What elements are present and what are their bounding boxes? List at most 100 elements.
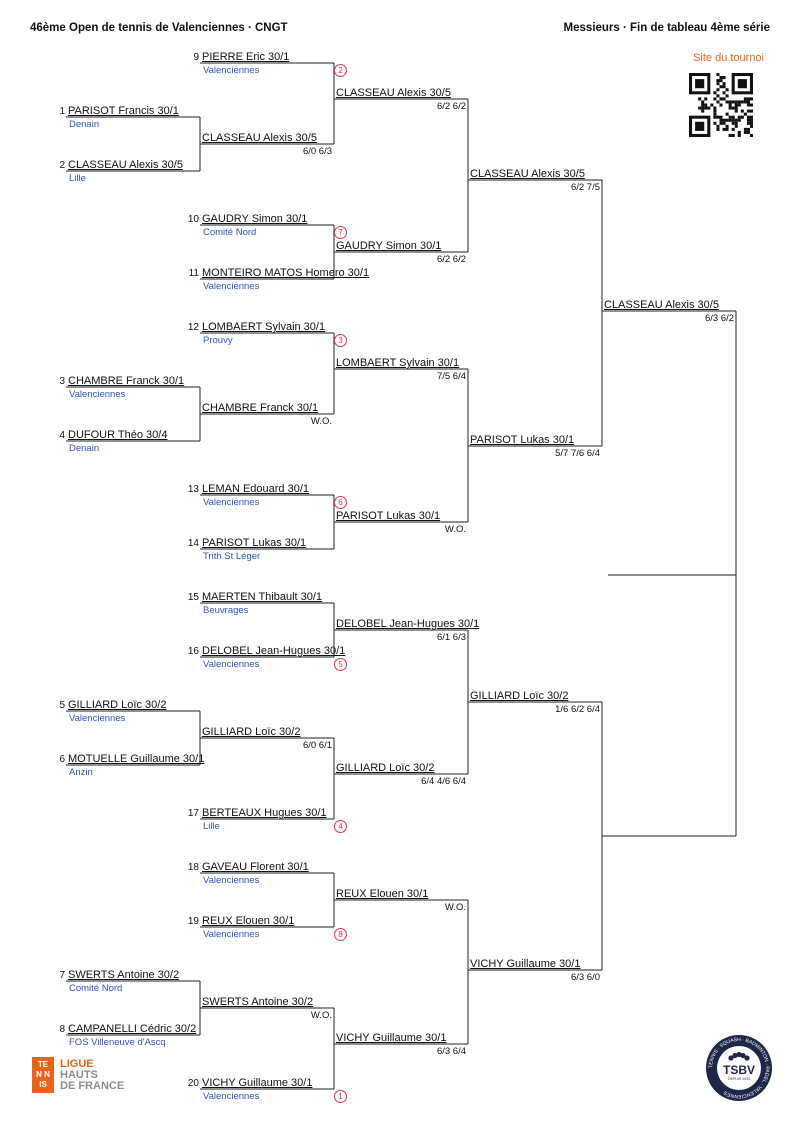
- match-winner[interactable]: CHAMBRE Franck 30/1: [202, 402, 319, 414]
- match-score: 6/3 6/4: [436, 1046, 466, 1057]
- player-club: Valenciennes: [203, 497, 260, 508]
- player-name[interactable]: LOMBAERT Sylvain 30/1: [202, 321, 326, 333]
- match-winner[interactable]: VICHY Guillaume 30/1: [470, 958, 581, 970]
- seed-number: 8: [59, 1024, 65, 1035]
- match-winner[interactable]: GILLIARD Loïc 30/2: [336, 762, 435, 774]
- match-order-badge: 7: [334, 226, 347, 239]
- seed-number: 2: [59, 160, 65, 171]
- player-name[interactable]: GILLIARD Loïc 30/2: [68, 699, 167, 711]
- match-score: 1/6 6/2 6/4: [555, 704, 600, 715]
- player-name[interactable]: BERTEAUX Hugues 30/1: [202, 807, 327, 819]
- ligue-line-3: DE FRANCE: [60, 1079, 125, 1092]
- player-name[interactable]: GAUDRY Simon 30/1: [202, 213, 308, 225]
- seed-number: 20: [187, 1078, 199, 1089]
- player-name[interactable]: CHAMBRE Franck 30/1: [68, 375, 185, 387]
- match-winner[interactable]: CLASSEAU Alexis 30/5: [336, 87, 451, 99]
- match-winner[interactable]: LOMBAERT Sylvain 30/1: [336, 357, 460, 369]
- match-winner[interactable]: CLASSEAU Alexis 30/5: [202, 132, 317, 144]
- seed-number: 18: [187, 862, 199, 873]
- ligue-tennis-box: TEN NIS: [32, 1057, 54, 1093]
- player-name[interactable]: VICHY Guillaume 30/1: [202, 1077, 313, 1089]
- player-name[interactable]: MONTEIRO MATOS Homero 30/1: [202, 267, 370, 279]
- seed-number: 17: [187, 808, 199, 819]
- player-name[interactable]: LEMAN Edouard 30/1: [202, 483, 310, 495]
- player-name[interactable]: PARISOT Lukas 30/1: [202, 537, 307, 549]
- match-score: 6/0 6/1: [302, 740, 332, 751]
- seed-number: 6: [59, 754, 65, 765]
- player-club: Lille: [203, 821, 220, 832]
- match-order-badge: 1: [334, 1090, 347, 1103]
- player-name[interactable]: REUX Elouen 30/1: [202, 915, 295, 927]
- player-name[interactable]: DUFOUR Théo 30/4: [68, 429, 168, 441]
- qr-code-icon[interactable]: [689, 73, 753, 137]
- player-club: Denain: [69, 443, 100, 454]
- match-winner[interactable]: SWERTS Antoine 30/2: [202, 996, 314, 1008]
- player-name[interactable]: CLASSEAU Alexis 30/5: [68, 159, 183, 171]
- match-order-badge: 4: [334, 820, 347, 833]
- match-score: 6/2 6/2: [436, 254, 466, 265]
- shuttlecock-icon: [728, 1051, 750, 1061]
- match-winner[interactable]: GAUDRY Simon 30/1: [336, 240, 442, 252]
- match-score: 6/2 6/2: [436, 101, 466, 112]
- match-score: 5/7 7/6 6/4: [555, 448, 600, 459]
- player-club: Valenciennes: [203, 875, 260, 886]
- player-club: Trith St Léger: [203, 551, 261, 562]
- ligue-logo: TEN NIS LIGUE HAUTS DE FRANCE: [32, 1057, 124, 1093]
- match-order-badge: 6: [334, 496, 347, 509]
- seed-number: 14: [187, 538, 199, 549]
- player-name[interactable]: CAMPANELLI Cédric 30/2: [68, 1023, 197, 1035]
- player-club: Valenciennes: [203, 281, 260, 292]
- seed-number: 3: [59, 376, 65, 387]
- match-score: 6/3 6/2: [704, 313, 734, 324]
- club-logo-text: TSBV: [723, 1063, 755, 1077]
- player-name[interactable]: MAERTEN Thibault 30/1: [202, 591, 323, 603]
- match-winner[interactable]: VICHY Guillaume 30/1: [336, 1032, 447, 1044]
- seed-number: 13: [187, 484, 199, 495]
- match-score: 6/2 7/5: [570, 182, 600, 193]
- match-winner[interactable]: PARISOT Lukas 30/1: [336, 510, 441, 522]
- player-name[interactable]: PIERRE Eric 30/1: [202, 51, 290, 63]
- match-winner[interactable]: REUX Elouen 30/1: [336, 888, 429, 900]
- match-score: 6/4 4/6 6/4: [421, 776, 466, 787]
- match-order-badge: 3: [334, 334, 347, 347]
- player-club: Valenciennes: [203, 1091, 260, 1102]
- match-score: 6/1 6/3: [436, 632, 466, 643]
- match-score: W.O.: [444, 902, 466, 913]
- player-club: Valenciennes: [203, 65, 260, 76]
- seed-number: 19: [187, 916, 199, 927]
- player-club: Comité Nord: [69, 983, 123, 994]
- seed-number: 1: [59, 106, 65, 117]
- ligue-line-2: HAUTS: [60, 1068, 98, 1081]
- ligue-line-1: LIGUE: [60, 1057, 94, 1070]
- player-club: Lille: [69, 173, 86, 184]
- match-winner[interactable]: DELOBEL Jean-Hugues 30/1: [336, 618, 480, 630]
- match-winner[interactable]: GILLIARD Loïc 30/2: [470, 690, 569, 702]
- seed-number: 9: [193, 52, 199, 63]
- match-score: W.O.: [310, 1010, 332, 1021]
- player-name[interactable]: DELOBEL Jean-Hugues 30/1: [202, 645, 346, 657]
- player-name[interactable]: SWERTS Antoine 30/2: [68, 969, 180, 981]
- match-score: W.O.: [444, 524, 466, 535]
- seed-number: 5: [59, 700, 65, 711]
- player-club: Valenciennes: [203, 659, 260, 670]
- player-name[interactable]: PARISOT Francis 30/1: [68, 105, 179, 117]
- match-winner[interactable]: CLASSEAU Alexis 30/5: [604, 299, 719, 311]
- match-order-badge: 5: [334, 658, 347, 671]
- player-name[interactable]: GAVEAU Florent 30/1: [202, 861, 309, 873]
- player-name[interactable]: MOTUELLE Guillaume 30/1: [68, 753, 205, 765]
- player-club: Beuvrages: [203, 605, 249, 616]
- draw-title: Messieurs · Fin de tableau 4ème série: [563, 22, 770, 34]
- player-club: Anzin: [69, 767, 93, 778]
- match-winner[interactable]: PARISOT Lukas 30/1: [470, 434, 575, 446]
- match-score: W.O.: [310, 416, 332, 427]
- match-score: 6/0 6/3: [302, 146, 332, 157]
- tournament-site-link[interactable]: Site du tournoi: [693, 52, 764, 64]
- match-winner[interactable]: GILLIARD Loïc 30/2: [202, 726, 301, 738]
- player-club: Valenciennes: [203, 929, 260, 940]
- match-score: 7/5 6/4: [436, 371, 466, 382]
- tournament-title: 46ème Open de tennis de Valenciennes · C…: [30, 22, 288, 34]
- player-club: Denain: [69, 119, 100, 130]
- match-winner[interactable]: CLASSEAU Alexis 30/5: [470, 168, 585, 180]
- tsbv-club-logo: TENNIS · SQUASH · BADMINTON · PADEL · VA…: [706, 1035, 772, 1101]
